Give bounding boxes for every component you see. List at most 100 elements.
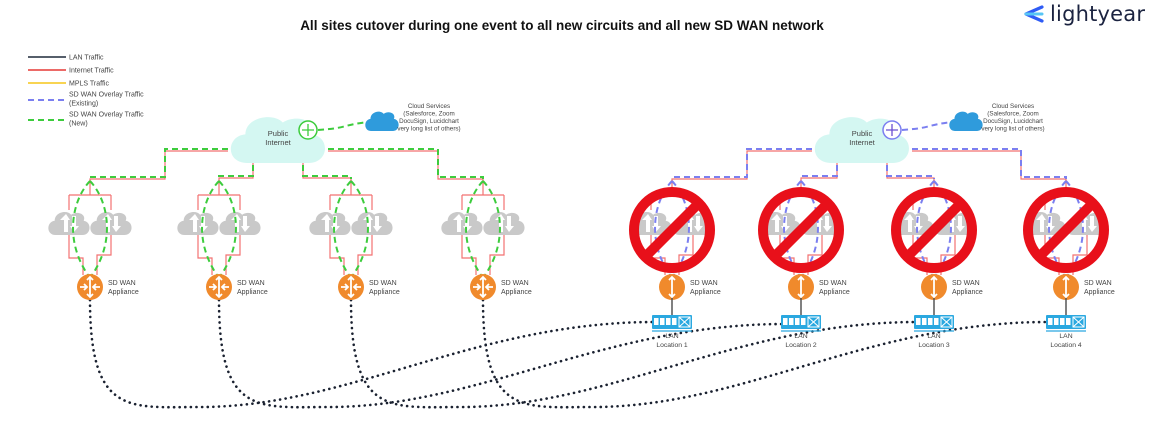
internet-trunk-link	[89, 150, 228, 181]
sd-wan-overlay-link	[333, 180, 352, 276]
arrows	[479, 275, 487, 299]
sd-wan-overlay-link	[800, 180, 819, 276]
legend-label: SD WAN Overlay Traffic	[69, 112, 144, 119]
isp-cloud-icon	[219, 212, 261, 235]
switch-port	[916, 318, 921, 325]
appliance-label: SD WAN	[501, 280, 529, 287]
diagram-title: All sites cutover during one event to al…	[300, 18, 824, 33]
switch-port	[1048, 318, 1053, 325]
arrows	[347, 275, 355, 299]
down-arrow-icon	[823, 216, 832, 232]
sd-wan-appliance-icon	[921, 274, 947, 300]
sd-wan-overlay-link	[1048, 180, 1067, 276]
lan-label: LAN	[665, 333, 678, 340]
internet-router-icon	[298, 120, 318, 140]
sd-wan-appliance-icon	[1053, 274, 1079, 300]
arrows	[797, 275, 805, 299]
router-cross	[886, 124, 898, 136]
sd-wan-overlay-trunk	[886, 155, 935, 179]
internet-link	[197, 181, 241, 210]
switch-port	[1066, 318, 1071, 325]
prohibited-icon	[629, 187, 715, 273]
prohibit-slash	[641, 199, 703, 261]
appliance-label: SD WAN	[819, 280, 847, 287]
arrows	[209, 283, 229, 291]
appliance-label: Appliance	[690, 289, 721, 296]
lan-dotted-links	[88, 298, 1050, 409]
cloud-services-label: very long list of others)	[981, 126, 1044, 133]
logo-text: lightyear	[1050, 2, 1146, 26]
down-arrow-icon	[505, 216, 514, 232]
sd-wan-appliance-icon	[206, 274, 232, 300]
isp-cloud-icon	[90, 212, 132, 235]
prohibit-ring	[891, 187, 977, 273]
arrows	[668, 275, 676, 299]
sd-wan-overlay-trunk	[302, 155, 352, 179]
internet-label: Internet	[265, 138, 291, 147]
arrows	[86, 275, 94, 299]
sd-wan-appliance-icon	[659, 274, 685, 300]
isp-cloud-icon	[309, 212, 351, 235]
cloud-services-label: Cloud Services	[408, 103, 450, 110]
internet-link	[68, 234, 112, 275]
internet-link	[329, 234, 373, 275]
prohibit-ring	[758, 187, 844, 273]
internet-router-icon	[882, 120, 902, 140]
switch-x-box	[678, 316, 691, 328]
isp-cloud-icon	[48, 212, 90, 235]
cloud-shape	[90, 212, 132, 235]
appliance-label: Appliance	[108, 289, 139, 296]
cloud-services-label: very long list of others)	[397, 126, 460, 133]
lan-switch-icon	[781, 315, 821, 332]
arrows	[930, 275, 938, 299]
up-arrow-icon	[231, 214, 241, 232]
prohibit-ring	[1023, 187, 1109, 273]
switch-port	[795, 318, 800, 325]
switch-port	[922, 318, 927, 325]
sd-wan-overlay-link	[89, 180, 108, 276]
appliance-label: SD WAN	[237, 280, 265, 287]
appliance-label: SD WAN	[690, 280, 718, 287]
switch-port	[660, 318, 665, 325]
switch-x	[678, 316, 691, 328]
lan-dotted-link	[349, 298, 920, 409]
sd-wan-overlay-link	[482, 180, 501, 276]
prohibited-icon	[891, 187, 977, 273]
appliance-label: Appliance	[1084, 289, 1115, 296]
down-arrow-icon	[112, 216, 121, 232]
appliance-label: SD WAN	[952, 280, 980, 287]
sd-wan-overlay-link	[72, 180, 91, 276]
cloud-shape	[219, 212, 261, 235]
down-arrow-icon	[694, 216, 703, 232]
sd-wan-appliance-icon	[788, 274, 814, 300]
sd-wan-overlay-link	[350, 180, 369, 276]
arrows	[1062, 275, 1070, 299]
switch-port	[672, 318, 677, 325]
lightyear-chevron-icon	[1024, 5, 1044, 23]
prohibit-slash	[770, 199, 832, 261]
sd-wan-overlay-link	[671, 180, 690, 276]
prohibit-slash	[903, 199, 965, 261]
cloud-shape	[309, 212, 351, 235]
lan-label: LAN	[794, 333, 807, 340]
cloud-services-label: (Salesforce, Zoom	[987, 111, 1038, 118]
sd-wan-overlay-link	[654, 180, 673, 276]
switch-x	[940, 316, 953, 328]
down-arrow-icon	[373, 216, 382, 232]
cloud-shape	[48, 212, 90, 235]
switch-x	[807, 316, 820, 328]
sd-wan-appliance-icon	[470, 274, 496, 300]
sd-wan-overlay-link	[933, 180, 952, 276]
location-label: Location 2	[785, 342, 817, 349]
sd-wan-appliance-icon	[338, 274, 364, 300]
prohibit-ring	[629, 187, 715, 273]
up-arrow-icon	[771, 214, 781, 232]
switch-x-box	[807, 316, 820, 328]
up-arrow-icon	[495, 214, 505, 232]
up-arrow-icon	[102, 214, 112, 232]
